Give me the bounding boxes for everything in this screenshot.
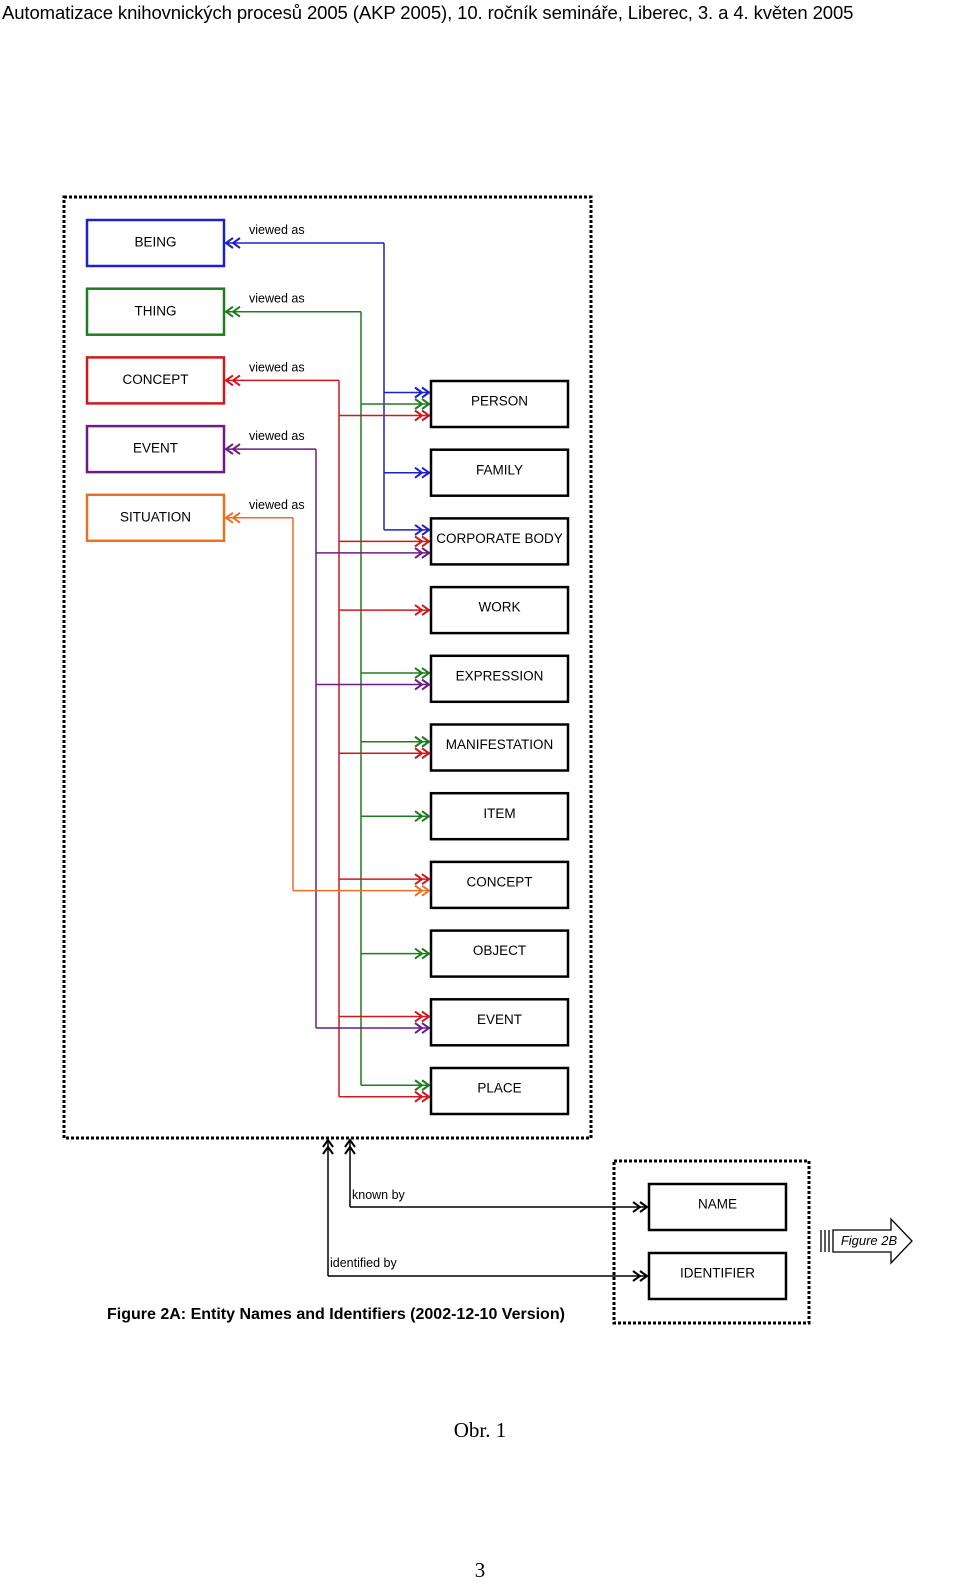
name-label: NAME [698,1197,737,1212]
source-entities: BEING viewed as THING viewed as CONCEPT viewe… [85,218,305,543]
link-concept-to-corporate-body [339,535,431,548]
target-corporate-body-label: CORPORATE BODY [436,531,563,546]
source-being-box: BEING viewed as [85,218,305,268]
link-thing-to-object [361,947,431,960]
source-concept-box: CONCEPT viewed as [85,356,305,405]
link-thing-to-place [361,1079,431,1092]
link-thing-to-person [361,398,431,410]
target-event-label: EVENT [477,1012,522,1027]
page-header: Automatizace knihovnických procesů 2005 … [2,2,854,23]
entity-group-frame [62,195,593,1140]
figure-caption: Figure 2A: Entity Names and Identifiers … [107,1306,565,1323]
name-entities: NAME IDENTIFIER [647,1182,788,1301]
trunk-situation [224,511,294,891]
source-situation-label: SITUATION [120,509,191,524]
page-number: 3 [474,1558,486,1582]
link-concept-to-place [339,1090,431,1103]
figure-2b-arrow[interactable]: Figure 2B [820,1217,913,1265]
trunk-thing [224,305,362,1086]
source-situation-relation: viewed as [249,498,305,512]
name-box: NAME [647,1182,788,1232]
target-work-box: WORK [429,585,570,635]
identifier-box: IDENTIFIER [647,1251,788,1301]
link-being-to-family [384,466,431,479]
target-event-box: EVENT [429,998,570,1047]
source-situation-box: SITUATION viewed as [85,493,305,543]
trunk-being [224,237,385,530]
identifier-connector: identified by [322,1138,649,1282]
figure-2b-label: Figure 2B [841,1233,898,1248]
source-event-label: EVENT [133,441,178,456]
name-connector: known by [344,1138,649,1213]
source-being-label: BEING [134,235,176,250]
link-concept-to-event [339,1010,431,1023]
link-concept-to-manifestation [339,747,431,760]
source-thing-relation: viewed as [249,292,305,306]
trunk-event [224,443,317,1029]
figure-label: Obr. 1 [453,1418,507,1442]
link-concept-to-concept [339,873,431,885]
link-situation-to-concept [293,884,431,897]
source-event-box: EVENT viewed as [85,424,305,474]
source-concept-label: CONCEPT [122,372,188,387]
target-expression-box: EXPRESSION [429,654,570,704]
target-object-label: OBJECT [473,943,526,958]
target-family-label: FAMILY [476,462,523,477]
source-thing-box: THING viewed as [85,287,305,336]
target-person-label: PERSON [471,394,528,409]
source-concept-relation: viewed as [249,360,305,374]
identifier-relation: identified by [330,1256,397,1270]
name-relation: known by [352,1188,406,1202]
link-thing-to-manifestation [361,735,431,748]
link-event-to-event [316,1022,431,1034]
trunk-concept [224,374,340,1097]
target-entities: PERSON FAMILY CORPORATE BODY WORK EXPRESSION… [429,379,570,1116]
target-object-box: OBJECT [429,929,570,978]
target-place-box: PLACE [429,1066,570,1116]
source-being-relation: viewed as [249,223,305,237]
name-group-frame [612,1159,811,1325]
link-thing-to-item [361,810,431,823]
target-corporate-body-box: CORPORATE BODY [429,517,570,566]
target-place-label: PLACE [477,1081,521,1096]
target-person-box: PERSON [429,379,570,429]
target-work-label: WORK [479,600,521,615]
link-being-to-corporate-body [384,524,431,536]
target-concept-box: CONCEPT [429,860,570,910]
target-manifestation-label: MANIFESTATION [446,737,554,752]
target-family-box: FAMILY [429,448,570,497]
source-thing-label: THING [135,303,177,318]
target-expression-label: EXPRESSION [456,668,544,683]
link-concept-to-work [339,604,431,616]
link-event-to-expression [316,678,431,691]
identifier-label: IDENTIFIER [680,1266,755,1281]
target-manifestation-box: MANIFESTATION [429,723,570,772]
target-item-label: ITEM [483,806,515,821]
target-concept-label: CONCEPT [466,874,532,889]
link-being-to-person [384,386,431,399]
source-event-relation: viewed as [249,429,305,443]
links-layer: known by identified by [224,237,649,1282]
link-thing-to-expression [361,667,431,679]
link-event-to-corporate-body [316,547,431,559]
link-concept-to-person [339,409,431,422]
target-item-box: ITEM [429,791,570,841]
